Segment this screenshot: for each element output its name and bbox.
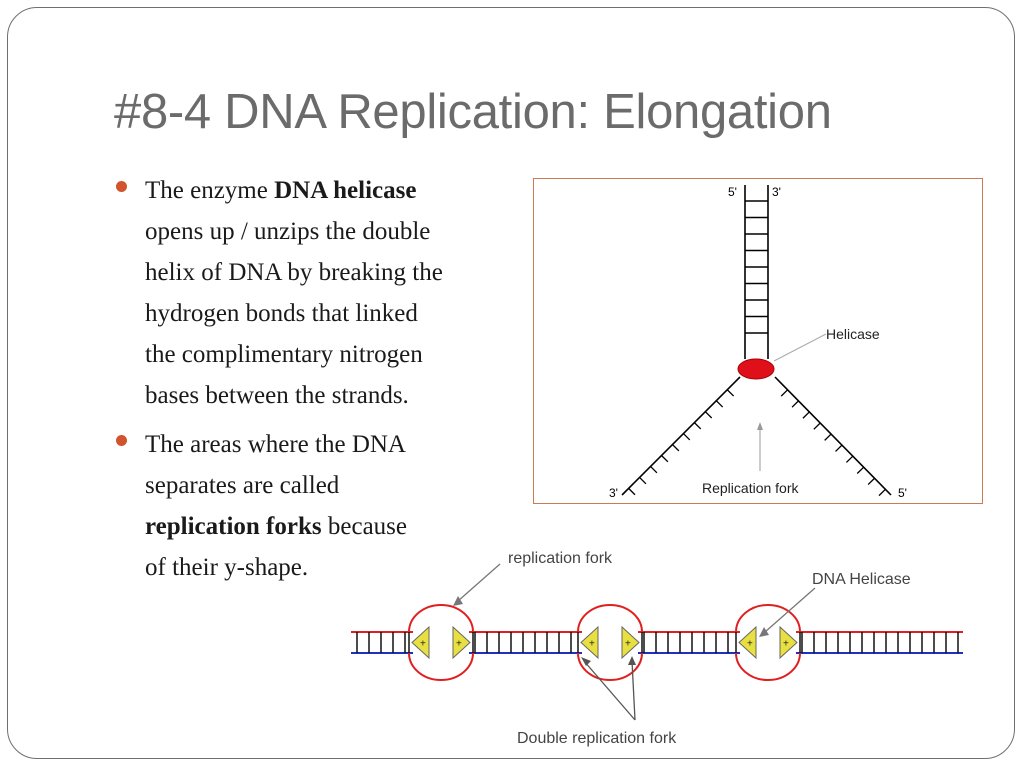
- bubble-bottom-red: [735, 652, 801, 681]
- double-fork-arrow-right-head: [628, 656, 636, 665]
- replication-fork-pointer-head: [453, 596, 463, 606]
- bullet-line: helix of DNA by breaking the: [145, 252, 514, 293]
- left-arm-base: [661, 455, 669, 463]
- bubble-bottom-red: [577, 652, 643, 681]
- bullet-line: The areas where the DNA: [145, 424, 514, 465]
- bullet-line: opens up / unzips the double: [145, 211, 514, 252]
- helicase-right-triangle-icon: [452, 625, 471, 660]
- helicase-plus-mark: +: [420, 639, 426, 650]
- bullet-line: replication forks because: [145, 506, 514, 547]
- text-run: hydrogen bonds that linked: [145, 300, 418, 327]
- bullet-dot-icon: [116, 181, 127, 192]
- right-arm-base: [824, 433, 832, 441]
- slide-frame: [7, 7, 1015, 759]
- right-arm-base: [813, 422, 821, 430]
- replication-fork-svg: 5' 3' Helicase Replication fork 3' 5': [609, 185, 907, 500]
- helicase-plus-mark: +: [783, 639, 789, 650]
- text-run: because: [321, 513, 407, 540]
- label-dna-helicase: DNA Helicase: [812, 571, 911, 588]
- left-arm-base: [715, 400, 724, 408]
- helicase-left-triangle-icon: [411, 625, 430, 660]
- right-arm-base: [835, 444, 843, 452]
- bullet-line: hydrogen bonds that linked: [145, 293, 514, 334]
- left-arm-base: [682, 433, 691, 441]
- bullet-dot-icon: [116, 435, 127, 446]
- right-arm-base: [856, 466, 865, 474]
- bubble-bottom-red: [408, 652, 474, 681]
- label-double-fork: Double replication fork: [517, 730, 677, 747]
- slide-title: #8-4 DNA Replication: Elongation: [114, 85, 832, 139]
- left-arm-base: [693, 422, 702, 430]
- double-fork-svg: + + + + + + replication fork DNA Helicase Dou…: [351, 550, 963, 747]
- dna-ladder: [621, 185, 892, 497]
- helicase-right-triangle-icon: [621, 625, 640, 660]
- helicase-ellipse: [737, 358, 775, 380]
- left-arm-base: [628, 487, 636, 496]
- replication-fork-figure: 5' 3' Helicase Replication fork 3' 5': [533, 178, 983, 504]
- text-run: of their y-shape.: [145, 554, 309, 581]
- label-3-prime-top: 3': [772, 185, 781, 199]
- helicase-pointer-bottom: [764, 587, 816, 633]
- bullet-line: separates are called: [145, 465, 514, 506]
- double-fork-arrow-left-head: [581, 657, 591, 666]
- bubble-top-red: [577, 604, 643, 633]
- bullet-item: The enzyme DNA helicase opens up / unzips…: [114, 170, 514, 416]
- double-fork-arrow-right: [631, 660, 636, 721]
- left-arm-base: [639, 476, 647, 485]
- text-run: the complimentary nitrogen: [145, 341, 423, 368]
- right-arm-base: [780, 389, 789, 397]
- bullet-line: bases between the strands.: [145, 375, 514, 416]
- left-arm-base: [672, 444, 680, 452]
- text-run: helix of DNA by breaking the: [145, 259, 443, 286]
- text-run: bases between the strands.: [145, 382, 409, 409]
- text-run: opens up / unzips the double: [145, 218, 431, 245]
- label-5-prime-top: 5': [728, 185, 737, 199]
- helicase-left-triangle-icon: [580, 625, 599, 660]
- bold-term: replication forks: [145, 513, 322, 540]
- text-run: The enzyme: [145, 177, 275, 204]
- helicase-plus-mark: +: [456, 639, 462, 650]
- fork-pointer-arrowhead: [757, 422, 763, 430]
- replication-fork-pointer: [457, 563, 501, 602]
- label-replication-fork-bottom: replication fork: [508, 550, 613, 567]
- helicase-right-triangle-icon: [779, 625, 798, 660]
- bubble-top-red: [408, 604, 474, 633]
- bullet-list: The enzyme DNA helicase opens up / unzips…: [114, 170, 514, 596]
- right-arm-base: [845, 455, 854, 463]
- bubble-top-red: [735, 604, 801, 633]
- left-arm-strand: [621, 376, 741, 496]
- left-arm-base: [726, 389, 735, 397]
- bold-term: DNA helicase: [274, 177, 417, 204]
- left-arm-base: [704, 411, 713, 419]
- linear-dna: + + + + + +: [351, 604, 963, 681]
- helicase-left-triangle-icon: [738, 625, 757, 660]
- bullet-line: the complimentary nitrogen: [145, 334, 514, 375]
- text-run: The areas where the DNA: [145, 431, 406, 458]
- double-fork-figure: + + + + + + replication fork DNA Helicase Dou…: [345, 540, 970, 760]
- right-arm-base: [878, 488, 886, 497]
- label-3-prime-left: 3': [609, 486, 618, 500]
- helicase-pointer: [773, 333, 827, 362]
- right-arm-base: [791, 400, 799, 408]
- bullet-line: The enzyme DNA helicase: [145, 170, 514, 211]
- bullet-line: of their y-shape.: [145, 547, 514, 588]
- double-fork-arrow-left: [583, 660, 636, 721]
- helicase-plus-mark: +: [589, 639, 595, 650]
- label-helicase: Helicase: [826, 326, 880, 342]
- helicase-pointer-head: [759, 627, 769, 637]
- right-arm-base: [867, 477, 876, 486]
- bullet-item: The areas where the DNA separates are cal…: [114, 424, 514, 588]
- left-arm-base: [650, 465, 658, 474]
- helicase-plus-mark: +: [747, 639, 753, 650]
- label-5-prime-right: 5': [898, 486, 907, 500]
- right-arm-base: [802, 411, 810, 419]
- label-replication-fork: Replication fork: [702, 480, 799, 496]
- helicase-plus-mark: +: [625, 639, 631, 650]
- text-run: separates are called: [145, 472, 340, 499]
- right-arm-strand: [774, 376, 892, 496]
